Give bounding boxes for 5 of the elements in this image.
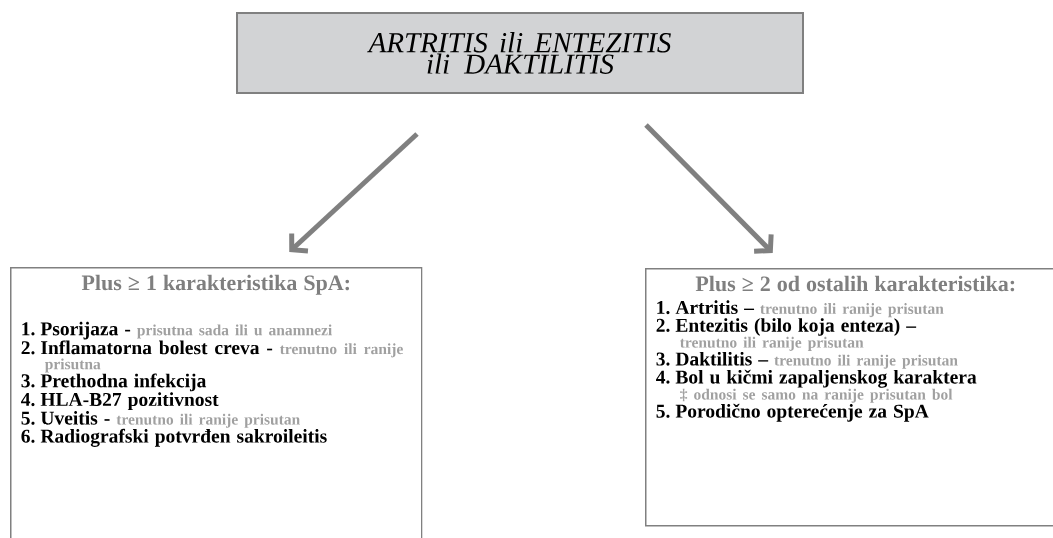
criteria-box: Plus ≥ 1 karakteristika SpA: 1. Psorijaza - prisutna sada ili u anamnezi 2. Inflamatorna bolest creva - trenutno ili ranije prisutna 3. Prethodna infekcija 4. HLA-B27 pozitivnost 5. Uveitis - trenutno ili ranije prisutan 6. Radiografski potvrđen sakroileitis [10,267,423,538]
heading-box: ARTRITIS ili ENTEZITIS ili DAKTILITIS [236,12,804,94]
arrow [644,123,774,254]
criteria-box: Plus ≥ 2 od ostalih karakteristika: 1. Artritis – trenutno ili ranije prisutan 2. Entezitis (bilo koja enteza) – trenutno ili ranije prisutan 3. Daktilitis – trenutno ili ranije prisutan 4. Bol u kičmi zapaljenskog karaktera ‡ odnosi se samo na ranije prisutan bol 5. Porodično opterećenje za SpA [645,268,1053,527]
arrow [289,132,419,254]
